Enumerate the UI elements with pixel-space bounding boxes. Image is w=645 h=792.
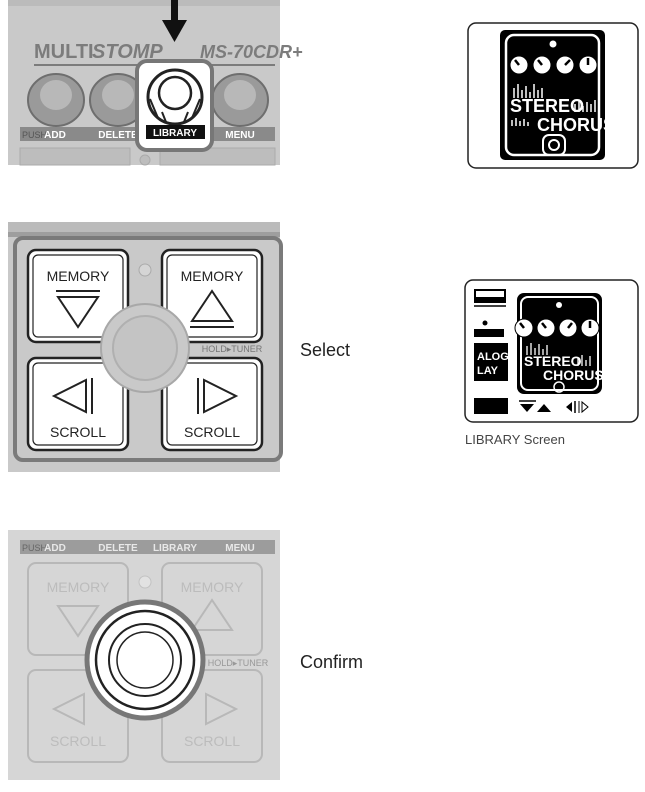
- status-led-bottom: [138, 575, 152, 589]
- triangle-left-icon: [51, 378, 87, 414]
- knob-label-library: LIBRARY: [153, 128, 197, 139]
- pad-highlight-frame: [13, 236, 283, 462]
- tuner-label: HOLD▸TUNER: [202, 344, 263, 354]
- memory-up-button[interactable]: MEMORY: [160, 248, 264, 344]
- model-name: MS-70CDR+: [200, 42, 303, 62]
- library-side-label-1: ALOG: [477, 351, 509, 363]
- library-side-effect-icon: [474, 343, 508, 381]
- effect-name-line2: CHORUS: [537, 115, 615, 135]
- effect-screen: STEREO CHORUS: [467, 22, 639, 169]
- knob-label-delete-bottom: DELETE: [98, 543, 138, 554]
- step3-device-section: PUSH ADD DELETE LIBRARY MENU MEMORY MEMO…: [8, 530, 280, 780]
- library-pedal-outline-icon: [520, 296, 599, 391]
- library-screen: ALOG LAY STEREO CHORUS: [464, 279, 639, 423]
- knob-library-highlight[interactable]: LIBRARY: [135, 59, 214, 152]
- waveform-icon: [513, 84, 596, 112]
- step2-device-section: MEMORY MEMORY SCROLL SCROLL: [8, 222, 283, 472]
- knob-label-library-bottom: LIBRARY: [153, 543, 197, 554]
- tuner-label-bottom: HOLD▸TUNER: [208, 658, 269, 668]
- scroll-right-button[interactable]: SCROLL: [160, 356, 264, 452]
- library-effect-line1: STEREO: [524, 353, 582, 369]
- knob-delete[interactable]: [89, 73, 147, 127]
- center-confirm-button[interactable]: [84, 599, 206, 721]
- scroll-left-label-dim: SCROLL: [50, 733, 106, 749]
- memory-up-label: MEMORY: [181, 268, 244, 284]
- knob-label-menu-bottom: MENU: [225, 543, 254, 554]
- push-label: PUSH: [22, 130, 47, 140]
- press-arrow-icon: [162, 0, 187, 42]
- memory-down-label-dim: MEMORY: [47, 579, 110, 595]
- status-led: [138, 263, 152, 277]
- knob-menu[interactable]: [211, 73, 269, 127]
- triangle-up-icon: [190, 289, 234, 322]
- select-step-label: Select: [300, 340, 351, 360]
- footswitch-icon: [542, 134, 566, 156]
- brand-suffix: STOMP: [92, 41, 163, 63]
- library-side-label-2: LAY: [477, 365, 499, 377]
- library-nav-arrows-icon: [519, 400, 589, 414]
- scroll-left-label: SCROLL: [50, 424, 106, 440]
- memory-down-label: MEMORY: [47, 268, 110, 284]
- knob-label-add-bottom: ADD: [44, 543, 66, 554]
- knob-label-add: ADD: [44, 130, 66, 141]
- library-screen-caption: LIBRARY Screen: [465, 432, 565, 447]
- center-dial-button[interactable]: [112, 315, 178, 381]
- library-footswitch-icon: [553, 381, 565, 393]
- step1-device-section: MULTI STOMP MS-70CDR+ PUSH ADD DELETE ME…: [8, 0, 303, 166]
- brand-prefix: MULTI: [34, 41, 94, 63]
- triangle-down-icon: [56, 296, 100, 329]
- knob-add[interactable]: [27, 73, 85, 127]
- memory-up-label-dim: MEMORY: [181, 579, 244, 595]
- knob-label-menu: MENU: [225, 130, 254, 141]
- triangle-right-icon: [203, 378, 239, 414]
- push-label-bottom: PUSH: [22, 543, 47, 553]
- memory-down-button[interactable]: MEMORY: [26, 248, 130, 344]
- knob-label-strip-bottom: [20, 540, 275, 554]
- scroll-left-button[interactable]: SCROLL: [26, 356, 130, 452]
- effect-name-line1: STEREO: [510, 96, 584, 116]
- scroll-right-label-dim: SCROLL: [184, 733, 240, 749]
- scroll-right-label: SCROLL: [184, 424, 240, 440]
- library-effect-line2: CHORUS: [543, 367, 604, 383]
- pedal-outline-icon: [504, 33, 601, 157]
- confirm-step-label: Confirm: [300, 652, 364, 672]
- knob-label-delete: DELETE: [98, 130, 138, 141]
